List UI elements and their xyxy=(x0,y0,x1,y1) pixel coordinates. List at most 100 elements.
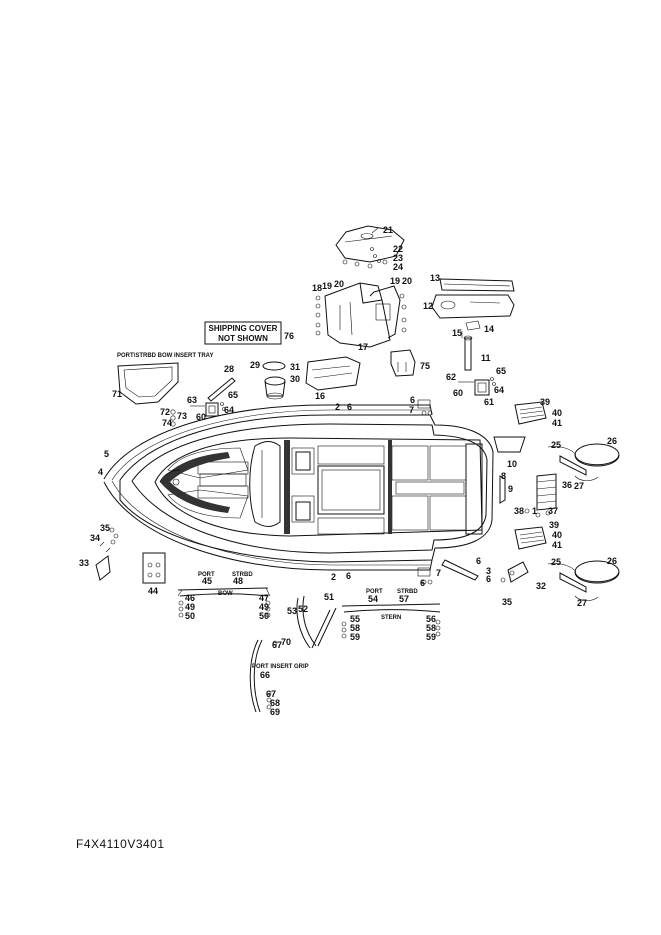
callout-bow: BOW xyxy=(218,591,233,597)
part-number: 59 xyxy=(350,632,360,642)
part-number: 1 xyxy=(532,506,537,516)
shipping-note-line2: NOT SHOWN xyxy=(218,334,268,343)
part-number: 58 xyxy=(350,623,360,633)
part-number: 5 xyxy=(104,449,109,459)
cleat-left xyxy=(95,527,119,581)
shipping-cover-note: SHIPPING COVER NOT SHOWN xyxy=(204,321,282,345)
part-number: 6 xyxy=(420,578,425,588)
part-number: 35 xyxy=(100,523,110,533)
part-number: 9 xyxy=(508,484,513,494)
part-number: 32 xyxy=(536,581,546,591)
part-number: 66 xyxy=(260,670,270,680)
part-number: 50 xyxy=(259,611,269,621)
bracket-10 xyxy=(493,436,526,453)
part-number: 41 xyxy=(552,418,562,428)
part-number: 59 xyxy=(426,632,436,642)
callout-bow-port: PORT xyxy=(198,572,215,578)
bow-rail xyxy=(177,587,271,618)
part-number: 6 xyxy=(410,395,415,405)
callout-stern-strbd: STRBD xyxy=(397,589,418,595)
latch-left xyxy=(190,402,226,417)
trim-strip-28 xyxy=(207,377,236,402)
port-insert-grip xyxy=(249,639,278,713)
part-number: 39 xyxy=(540,397,550,407)
part-number: 8 xyxy=(501,471,506,481)
part-number: 63 xyxy=(187,395,197,405)
part-number: 54 xyxy=(368,594,378,604)
part-number: 56 xyxy=(426,614,436,624)
drawing-code: F4X4110V3401 xyxy=(76,837,165,851)
part-number: 51 xyxy=(324,592,334,602)
seat-pedestal-upper xyxy=(547,443,620,481)
part-number: 38 xyxy=(514,506,524,516)
part-number: 29 xyxy=(250,360,260,370)
part-number: 19 xyxy=(390,276,400,286)
part-number: 68 xyxy=(270,698,280,708)
shipping-note-line1: SHIPPING COVER xyxy=(209,324,278,333)
part-number: 2 xyxy=(331,572,336,582)
part-number: 3 xyxy=(486,566,491,576)
part-number: 44 xyxy=(148,586,158,596)
part-number: 37 xyxy=(548,506,558,516)
part-number: 33 xyxy=(79,558,89,568)
part-number: 26 xyxy=(607,556,617,566)
part-number: 7 xyxy=(409,405,414,415)
part-number: 18 xyxy=(312,283,322,293)
part-number: 12 xyxy=(423,301,433,311)
part-number: 31 xyxy=(290,362,300,372)
part-number: 27 xyxy=(574,481,584,491)
part-number: 20 xyxy=(402,276,412,286)
ladder xyxy=(499,473,557,518)
console-cover-assembly xyxy=(335,225,405,269)
part-number: 72 xyxy=(160,407,170,417)
part-number: 76 xyxy=(284,331,294,341)
part-number: 34 xyxy=(90,533,100,543)
part-number: 60 xyxy=(196,412,206,422)
part-number: 40 xyxy=(552,408,562,418)
part-number: 55 xyxy=(350,614,360,624)
part-number: 22 xyxy=(393,244,403,254)
part-number: 4 xyxy=(98,467,103,477)
swim-step-lower xyxy=(514,526,547,550)
cupholder-assembly xyxy=(262,361,286,400)
part-number: 49 xyxy=(185,602,195,612)
part-number: 23 xyxy=(393,253,403,263)
part-number: 10 xyxy=(507,459,517,469)
part-number: 21 xyxy=(383,225,393,235)
part-number: 6 xyxy=(347,402,352,412)
callout-stern-port: PORT xyxy=(366,589,383,595)
callout-bow-insert-tray: PORT\STRBD BOW INSERT TRAY xyxy=(117,353,213,359)
part-number: 26 xyxy=(607,436,617,446)
part-number: 2 xyxy=(335,402,340,412)
part-number: 6 xyxy=(346,571,351,581)
callout-bow-strbd: STRBD xyxy=(232,572,253,578)
part-number: 60 xyxy=(453,388,463,398)
part-number: 50 xyxy=(185,611,195,621)
part-number: 53 xyxy=(287,606,297,616)
part-number: 67 xyxy=(266,689,276,699)
part-number: 14 xyxy=(484,324,494,334)
part-number: 57 xyxy=(399,594,409,604)
swim-step-upper xyxy=(514,401,547,425)
part-number: 41 xyxy=(552,540,562,550)
part-number: 7 xyxy=(436,568,441,578)
part-number: 6 xyxy=(486,574,491,584)
part-number: 6 xyxy=(476,556,481,566)
part-number: 47 xyxy=(259,593,269,603)
bracket-75 xyxy=(390,349,416,377)
hatch-lid-assembly xyxy=(431,278,515,338)
part-number: 28 xyxy=(224,364,234,374)
part-number-labels: 21 22 23 24 18 19 20 19 20 17 13 12 15 1… xyxy=(79,225,617,717)
boat-hull xyxy=(103,404,494,571)
part-number: 25 xyxy=(551,440,561,450)
cooler-16 xyxy=(305,356,361,391)
fuel-fill-44 xyxy=(142,552,166,584)
part-number: 58 xyxy=(426,623,436,633)
part-number: 19 xyxy=(322,281,332,291)
part-number: 27 xyxy=(577,598,587,608)
console-assembly xyxy=(315,282,407,348)
part-number: 69 xyxy=(270,707,280,717)
part-number: 35 xyxy=(502,597,512,607)
part-number: 49 xyxy=(259,602,269,612)
